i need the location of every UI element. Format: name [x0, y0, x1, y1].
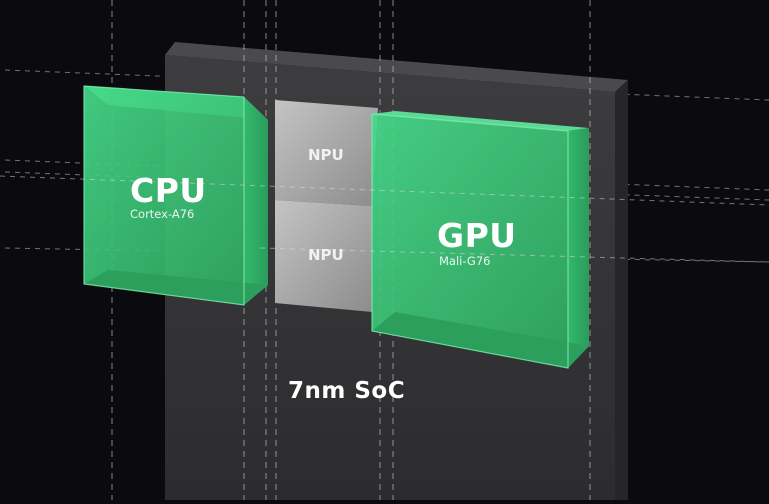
npu-bottom-label: NPU	[308, 246, 344, 264]
cpu-title: CPU	[130, 171, 207, 210]
horizontal-guides-front	[0, 175, 769, 263]
npu-block-bottom	[275, 200, 372, 312]
soc-label: 7nm SoC	[288, 378, 406, 404]
gpu-title: GPU	[437, 216, 517, 255]
cpu-block	[83, 85, 268, 306]
gpu-subtitle: Mali-G76	[439, 254, 491, 268]
npu-top-label: NPU	[308, 146, 344, 164]
npu-block-top	[275, 100, 378, 206]
gpu-block	[371, 111, 589, 369]
cpu-subtitle: Cortex-A76	[130, 207, 195, 221]
